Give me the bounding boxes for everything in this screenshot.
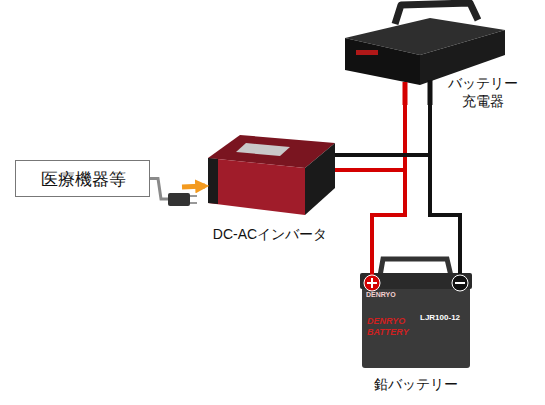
plus-sign xyxy=(367,282,377,284)
flow-arrow xyxy=(150,179,205,200)
brand-logo: DENRYO xyxy=(366,291,426,300)
plug-illustration xyxy=(168,193,197,206)
inverter-end-cap xyxy=(305,143,335,215)
node-label: DC-ACインバータ xyxy=(200,226,340,244)
connector-path xyxy=(372,105,405,275)
negative-terminal xyxy=(452,275,468,291)
charger-badge xyxy=(356,50,378,55)
connector-path xyxy=(182,186,205,187)
terminal-circle xyxy=(452,275,468,291)
charger-node: バッテリー 充電器 xyxy=(345,5,480,105)
plug-prong xyxy=(190,195,197,197)
node-label: バッテリー 充電器 xyxy=(443,75,523,110)
plug-body xyxy=(168,193,190,206)
charger-front xyxy=(345,38,420,85)
inverter-illustration xyxy=(208,135,335,215)
model-number: LJR100-12 xyxy=(420,313,470,323)
node-label: 医療機器等 xyxy=(16,161,151,198)
minus-sign xyxy=(455,282,465,284)
battery-lid xyxy=(360,273,472,289)
terminal-circle xyxy=(364,275,380,291)
node-label: 鉛バッテリー xyxy=(355,376,477,394)
battery-illustration xyxy=(360,259,472,368)
inverter-end-cap xyxy=(208,158,218,204)
device-box: 医療機器等 xyxy=(15,160,150,197)
inverter-logo-plate xyxy=(236,143,290,156)
brand-name: DENRYO BATTERY xyxy=(367,316,419,339)
positive-terminal xyxy=(364,275,380,291)
connector-path xyxy=(335,170,405,275)
plug-prong xyxy=(190,202,197,204)
connector-path xyxy=(335,155,460,275)
power-wire xyxy=(372,105,460,275)
connector-path xyxy=(430,105,460,275)
inverter-node: DC-ACインバータ xyxy=(205,133,335,220)
power-wire xyxy=(335,155,460,275)
charger-cable-black xyxy=(428,80,433,105)
connector-path xyxy=(150,179,168,200)
inverter-front xyxy=(208,158,305,215)
charger-cable-red xyxy=(403,82,408,105)
plus-sign xyxy=(371,278,373,288)
